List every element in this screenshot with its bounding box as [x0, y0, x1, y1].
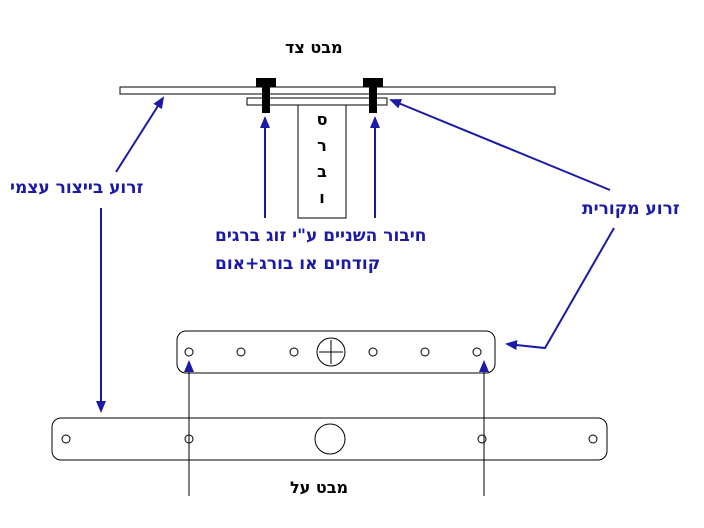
custom-arm-top: [51, 417, 608, 461]
arrow-original-arm-top: [505, 227, 615, 351]
custom-arm-label: זרוע בייצור עצמי: [10, 178, 144, 198]
servo-body: [297, 104, 347, 219]
arm-hole: [588, 434, 598, 444]
center-screw-icon: [316, 337, 346, 367]
servo-hub: [314, 423, 346, 455]
arm-hole: [184, 347, 194, 357]
arm-hole: [472, 347, 482, 357]
side-view: [119, 78, 556, 219]
custom-arm-side: [119, 86, 556, 95]
arm-hole: [236, 347, 246, 357]
original-arm-label: זרוע מקורית: [582, 199, 680, 219]
screw-left: [256, 78, 276, 113]
servo-label-letter: ר: [317, 136, 327, 155]
top-view-title: מבט על: [290, 478, 349, 497]
screw-right: [363, 78, 383, 113]
arm-hole: [368, 347, 378, 357]
servo-label-letter: ו: [319, 188, 325, 207]
original-arm-top: [176, 330, 496, 374]
connection-label-line1: חיבור השניים ע"י זוג ברגים: [215, 226, 427, 246]
arrow-custom-arm-side: [115, 96, 165, 173]
arm-hole: [477, 434, 487, 444]
servo-label-letter: ב: [317, 162, 327, 181]
connection-label-line2: קודחים או בורג+אום: [215, 254, 381, 274]
side-view-title: מבט צד: [285, 38, 343, 57]
arrow-original-arm-side: [389, 99, 611, 191]
servo-label-letter: ס: [316, 110, 328, 129]
arm-hole: [420, 347, 430, 357]
arm-hole: [289, 347, 299, 357]
arm-hole: [61, 434, 71, 444]
